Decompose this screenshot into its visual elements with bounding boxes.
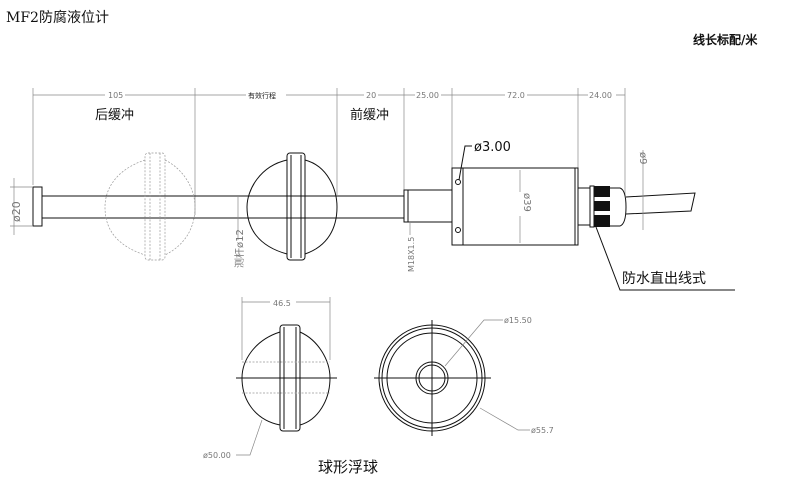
dim-rear-buffer: 105	[108, 91, 123, 100]
float-type-label: 球形浮球	[318, 458, 378, 476]
dim-effective-stroke: 有效行程	[248, 91, 276, 100]
rear-buffer-label: 后缓冲	[95, 108, 134, 123]
float-diameter: ø50.00	[203, 451, 231, 460]
float-rear-position-ghost	[104, 152, 196, 261]
cap-diameter-dim: ø20	[10, 178, 33, 235]
hole-diameter: ø3.00	[474, 140, 511, 155]
float-hole-diameter: ø15.50	[504, 316, 532, 325]
sensor-body: ø39 ø3.00	[451, 140, 579, 246]
body-diameter: ø39	[521, 193, 532, 212]
thread-fitting: M18X1.5	[403, 189, 453, 272]
float-side-view: 46.5 ø50.00	[203, 297, 337, 460]
cable-diameter: ø9	[637, 152, 648, 164]
float-width: 46.5	[273, 299, 291, 308]
drawing-title: MF2防腐液位计	[6, 9, 109, 26]
thread-spec: M18X1.5	[407, 237, 416, 272]
outlet-type-label: 防水直出线式	[622, 270, 706, 287]
dim-body-length: 72.0	[507, 91, 525, 100]
dim-thread-length: 25.00	[416, 91, 439, 100]
dim-front-buffer: 20	[366, 91, 376, 100]
rod-diameter-dim: 测杆ø12	[233, 196, 246, 268]
front-buffer-label: 前缓冲	[350, 107, 389, 123]
float-front-view: ø15.50 ø55.7	[374, 316, 554, 436]
float	[246, 152, 338, 261]
rod-diameter: 测杆ø12	[233, 229, 246, 268]
cable-length-note: 线长标配/米	[693, 32, 758, 47]
rod	[32, 186, 404, 227]
cable-gland	[577, 185, 627, 228]
cap-diameter: ø20	[10, 201, 23, 222]
dimension-chain: 105 有效行程 20 25.00 72.0 24.00	[32, 88, 626, 215]
cable: ø9	[625, 150, 696, 230]
dim-gland-length: 24.00	[589, 91, 612, 100]
float-outer-diameter: ø55.7	[531, 426, 554, 435]
outlet-callout: 防水直出线式	[595, 226, 735, 291]
